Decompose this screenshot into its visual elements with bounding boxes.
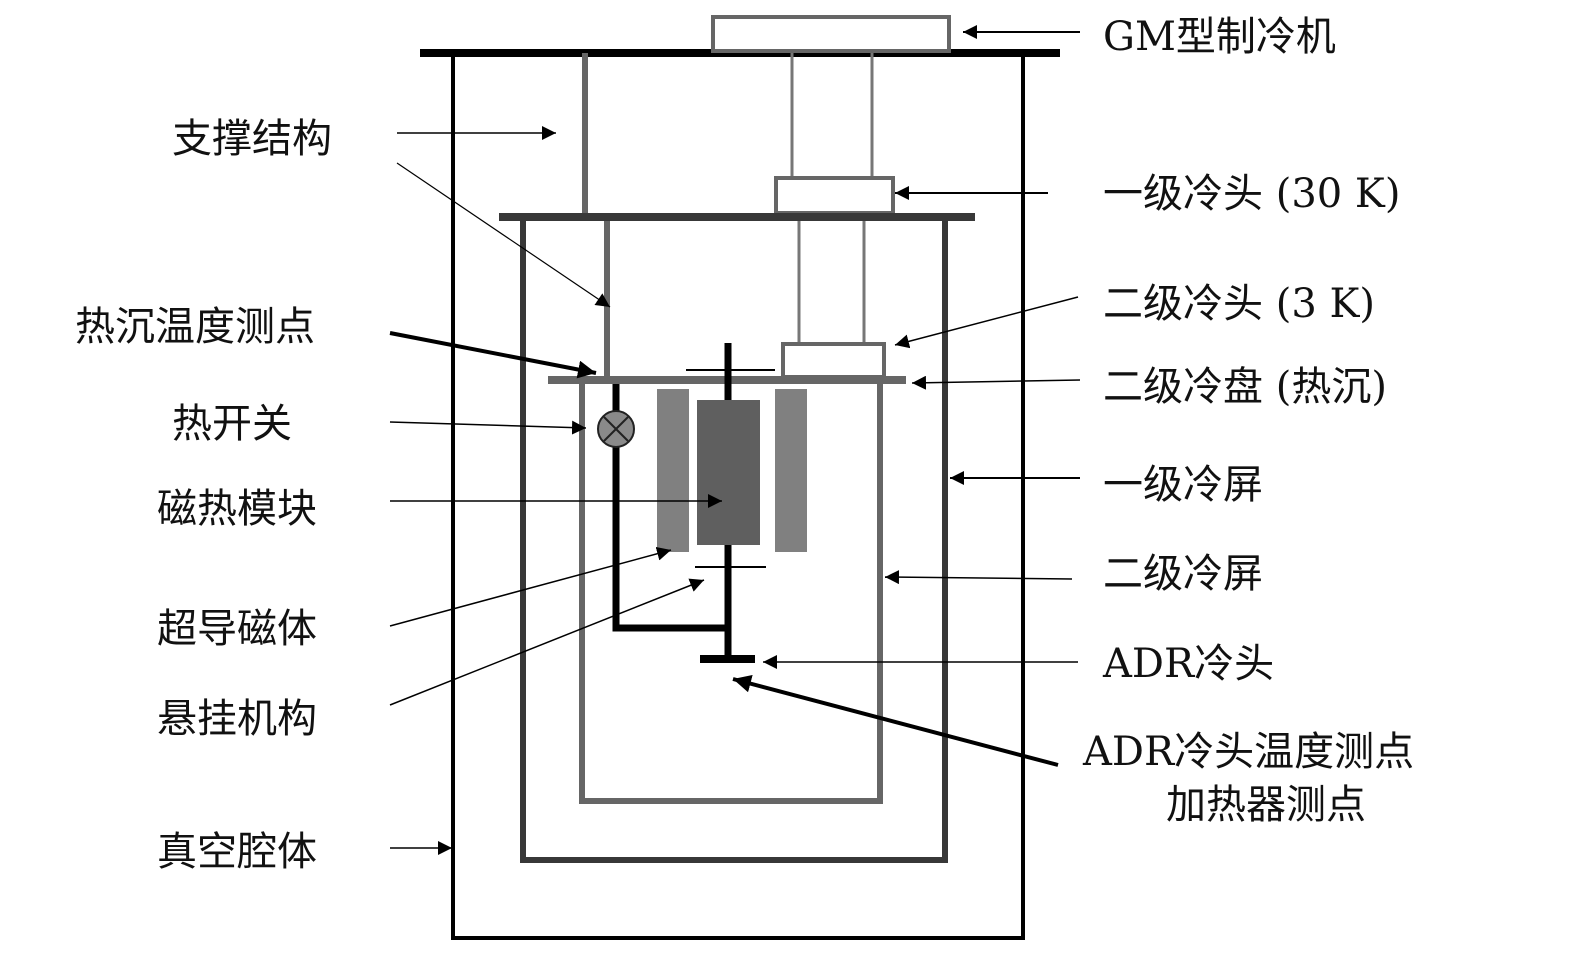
label-second-stage-shield: 二级冷屏 — [1103, 551, 1263, 597]
label-adr-cold-head: ADR冷头 — [1102, 641, 1274, 687]
gm-cryocooler — [711, 15, 951, 379]
arrow-second-stage-head — [894, 296, 1079, 349]
first-stage-cold-head — [774, 176, 895, 215]
label-adr-sensor-line2: 加热器测点 — [1166, 782, 1366, 828]
label-suspension: 悬挂机构 — [157, 696, 317, 742]
arrow-suspension — [389, 578, 705, 706]
arrow-heatsink-sensor — [389, 331, 597, 379]
arrow-second-stage-plate — [911, 375, 1081, 390]
arrow-sc-magnet — [389, 546, 672, 627]
label-magnetocaloric-module: 磁热模块 — [157, 486, 317, 532]
first-stage-shield-wall — [520, 221, 948, 863]
magnetocaloric-module — [697, 400, 760, 545]
second-stage-shield-wall — [579, 384, 883, 804]
label-vacuum-chamber: 真空腔体 — [157, 829, 317, 875]
first-stage-shield — [499, 213, 975, 863]
arrow-second-stage-shield — [884, 570, 1073, 585]
label-adr-sensor-line1: ADR冷头温度测点 — [1082, 729, 1414, 775]
label-first-stage-head: 一级冷头 (30 K) — [1103, 171, 1400, 217]
left-labels: 支撑结构 热沉温度测点 热开关 磁热模块 超导磁体 悬挂机构 真空腔体 — [75, 116, 332, 875]
arrow-heat-switch — [389, 420, 587, 435]
heat-switch-icon — [597, 410, 635, 448]
right-labels: GM型制冷机 一级冷头 (30 K) 二级冷头 (3 K) 二级冷盘 (热沉) … — [1082, 14, 1414, 828]
second-stage-cold-head — [781, 342, 886, 379]
label-support-structure: 支撑结构 — [172, 116, 332, 162]
heat-switch-link — [612, 384, 728, 632]
cryocooler-body — [711, 15, 951, 53]
arrow-support-2 — [396, 162, 611, 308]
sc-magnet-left — [657, 389, 689, 552]
sc-magnet-right — [775, 389, 807, 552]
label-second-stage-plate: 二级冷盘 (热沉) — [1103, 364, 1387, 410]
label-heatsink-sensor: 热沉温度测点 — [75, 304, 315, 350]
label-second-stage-head: 二级冷头 (3 K) — [1103, 281, 1375, 327]
label-gm-cryocooler: GM型制冷机 — [1103, 14, 1336, 60]
label-heat-switch: 热开关 — [172, 401, 292, 447]
label-first-stage-shield: 一级冷屏 — [1103, 462, 1263, 508]
leader-arrows — [389, 25, 1081, 855]
arrow-adr-sensor — [732, 674, 1059, 767]
label-sc-magnet: 超导磁体 — [157, 606, 317, 652]
